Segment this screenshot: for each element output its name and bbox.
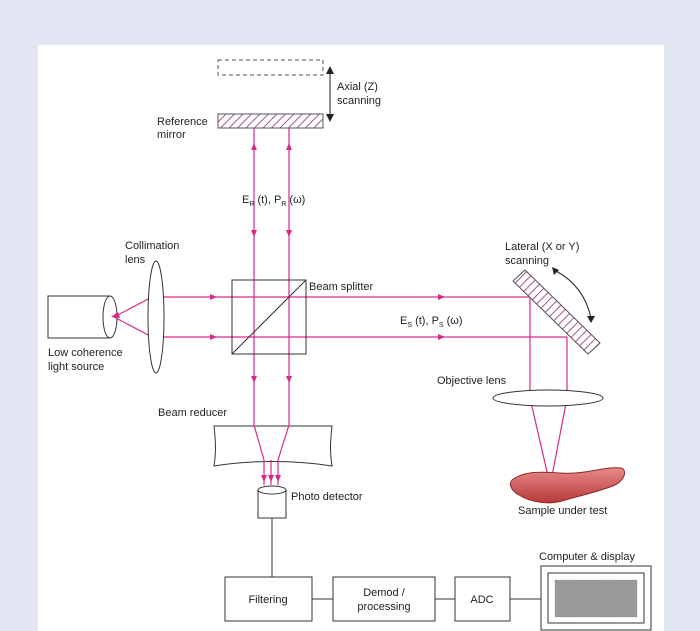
- demod-label-1: Demod /: [363, 587, 406, 599]
- lateral-scan-mirror: [512, 269, 601, 355]
- diagram-paper: [38, 45, 664, 631]
- computer-label: Computer & display: [539, 551, 635, 563]
- axial-label-2: scanning: [337, 95, 381, 107]
- lateral-scan-arrow: [555, 270, 592, 319]
- axial-scan-arrow: [326, 66, 334, 122]
- reference-mirror-label-2: mirror: [157, 129, 186, 141]
- photo-detector-label: Photo detector: [291, 491, 363, 503]
- beam-reducer-label: Beam reducer: [158, 407, 227, 419]
- light-source: [47, 295, 118, 339]
- objective-lens: [492, 389, 604, 407]
- axial-label-1: Axial (Z): [337, 81, 378, 93]
- lateral-arrow-head-bottom: [587, 316, 595, 323]
- filtering-label: Filtering: [248, 594, 287, 606]
- collimation-label-1: Collimation: [125, 240, 179, 252]
- sample-tissue: [509, 467, 626, 504]
- beam-reducer: [213, 425, 333, 467]
- beam-splitter-label: Beam splitter: [309, 281, 374, 293]
- oct-image: [555, 580, 637, 617]
- beam-splitter: [231, 279, 307, 355]
- lateral-label-2: scanning: [505, 255, 549, 267]
- source-label-1: Low coherence: [48, 347, 123, 359]
- filtering-block: [224, 576, 313, 622]
- objective-label: Objective lens: [437, 375, 507, 387]
- reducer-beams: [253, 424, 290, 485]
- source-beams: [111, 296, 153, 338]
- oct-image-texture: [554, 579, 638, 618]
- mirror-scan-position: [217, 59, 324, 76]
- lateral-arrow-head-top: [552, 267, 559, 275]
- sample-label: Sample under test: [518, 505, 607, 517]
- collimation-label-2: lens: [125, 254, 146, 266]
- source-label-2: light source: [48, 361, 104, 373]
- reference-mirror-label-1: Reference: [157, 116, 208, 128]
- demod-label-2: processing: [357, 601, 410, 613]
- adc-block: [454, 576, 511, 622]
- reference-field-label: ER (t), PR (ω): [242, 194, 305, 208]
- reference-mirror: [217, 113, 324, 129]
- lateral-label-1: Lateral (X or Y): [505, 241, 579, 253]
- objective-beams: [529, 297, 568, 477]
- reference-beams: [251, 128, 292, 425]
- adc-label: ADC: [470, 594, 493, 606]
- collimation-lens: [147, 260, 165, 374]
- photo-detector: [257, 485, 287, 519]
- sample-arm-beams: [164, 294, 567, 340]
- sample-field-label: ES (t), PS (ω): [400, 315, 463, 329]
- demod-block: [332, 576, 436, 622]
